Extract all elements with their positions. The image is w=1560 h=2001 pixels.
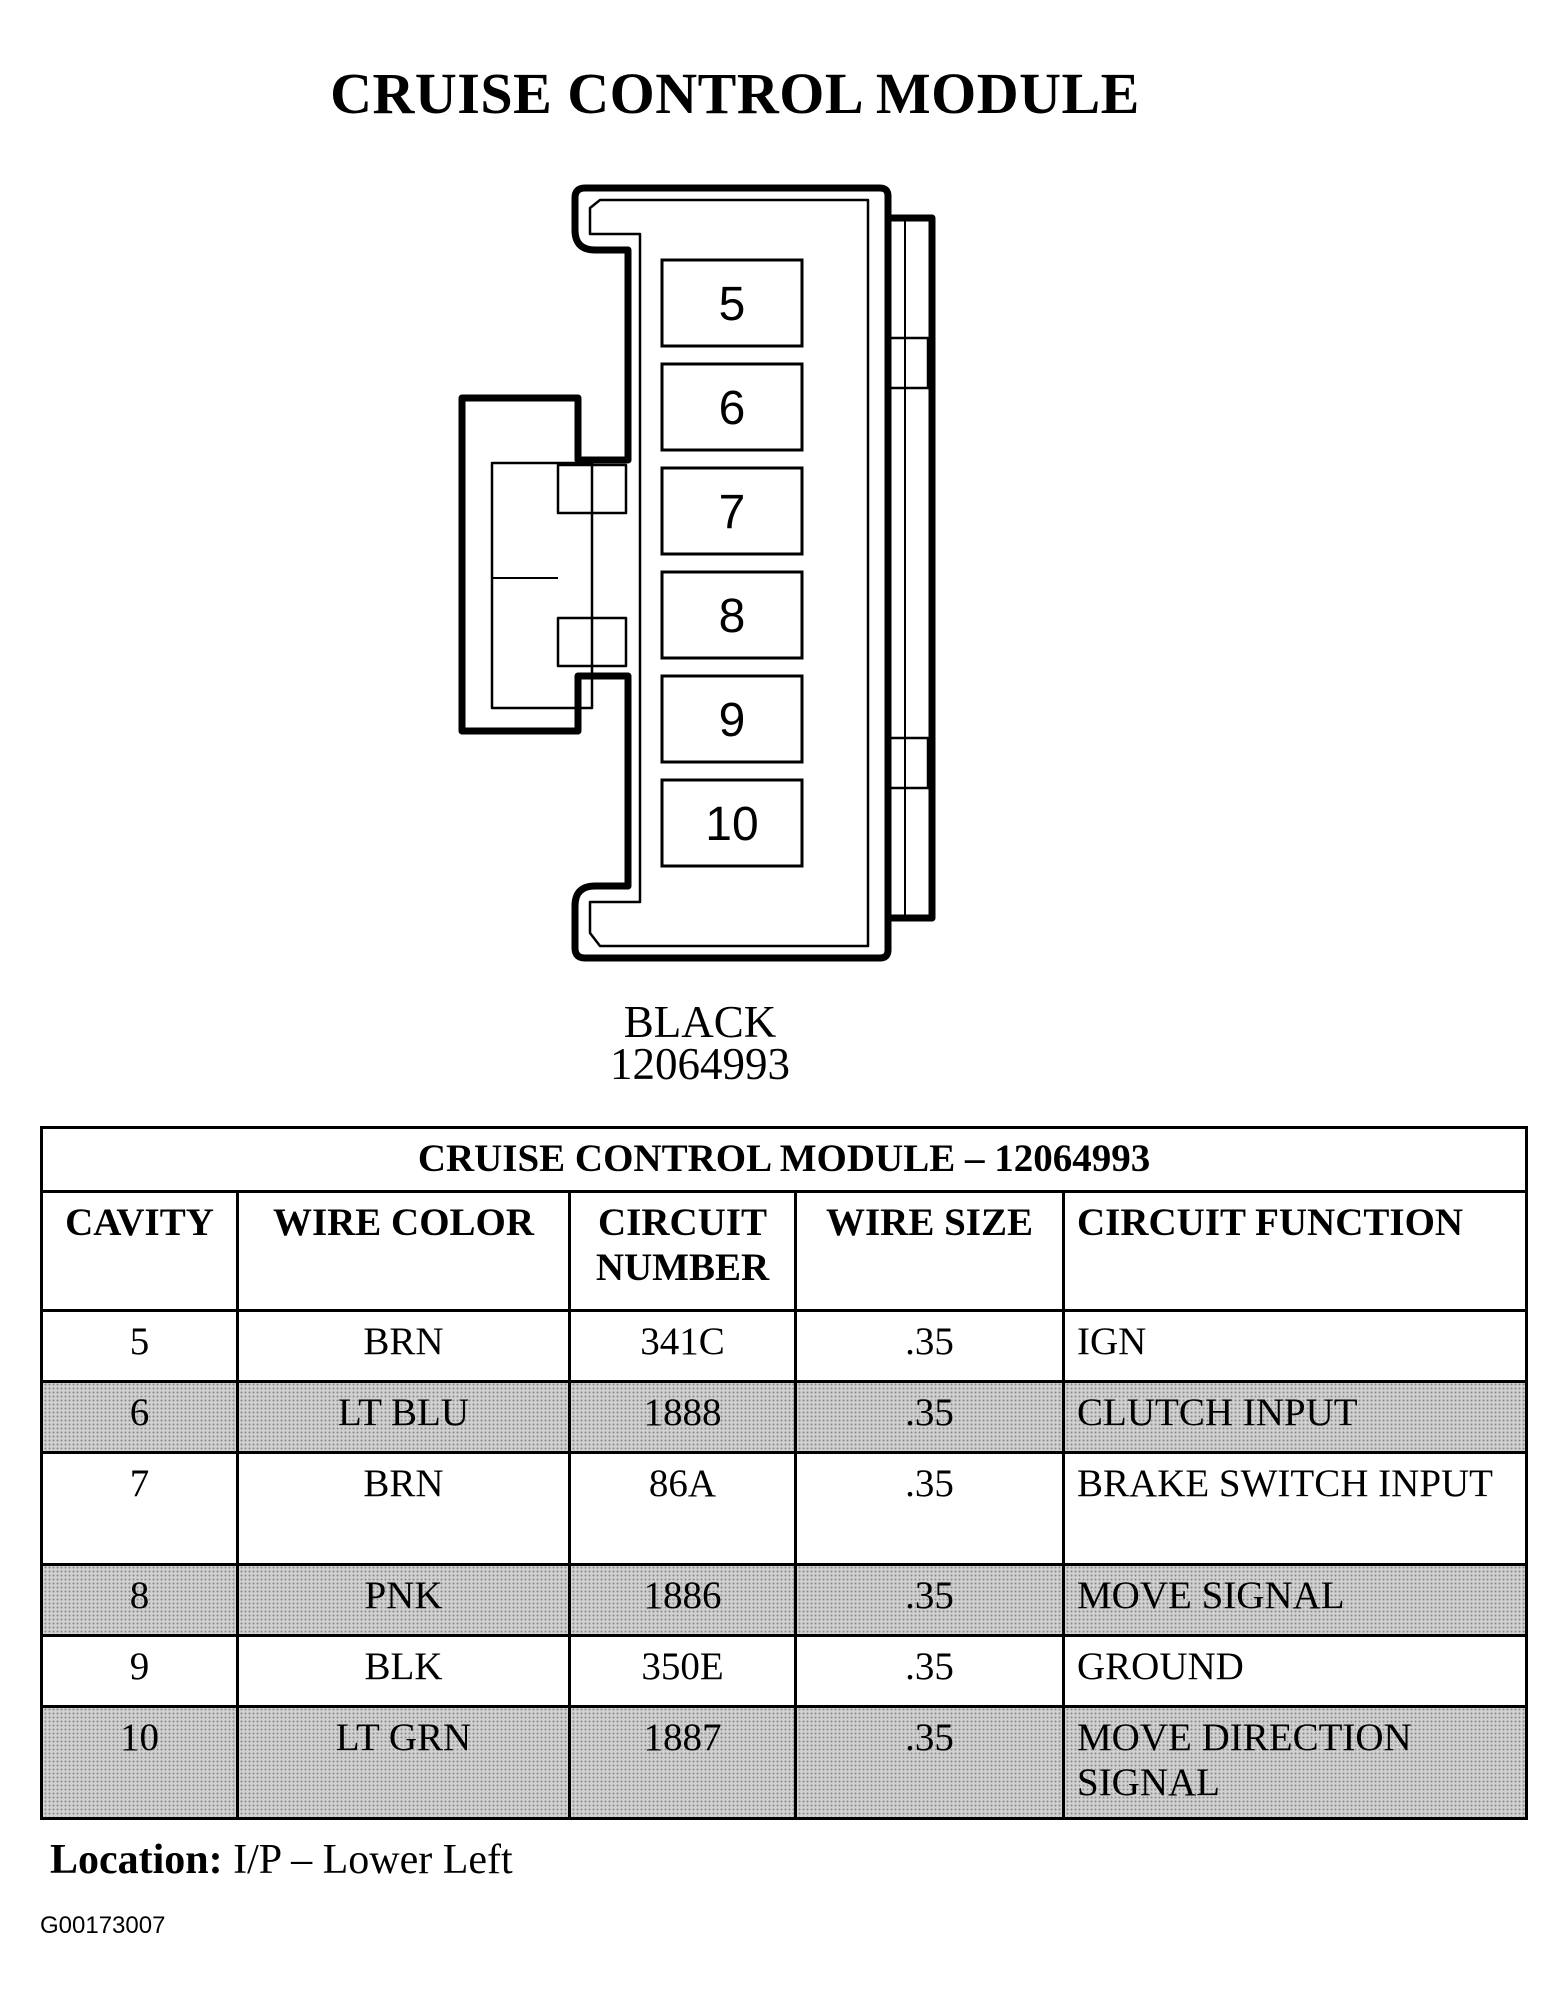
location-value: I/P – Lower Left xyxy=(233,1837,513,1883)
cell-cavity: 8 xyxy=(40,1562,239,1637)
cell-wire-color: LT BLU xyxy=(236,1379,571,1454)
table-row: 8 PNK 1886 .35 MOVE SIGNAL xyxy=(40,1562,1529,1637)
table-row: 5 BRN 341C .35 IGN xyxy=(40,1308,1529,1383)
cavity-number: 8 xyxy=(719,590,746,643)
page-title: CRUISE CONTROL MODULE xyxy=(330,61,1140,126)
figure-id: G00173007 xyxy=(40,1912,166,1939)
cavity-box-5 xyxy=(660,258,804,348)
cell-wire-size: .35 xyxy=(794,1562,1065,1637)
table-caption: CRUISE CONTROL MODULE – 12064993 xyxy=(39,1126,1529,1193)
cavity-box-9 xyxy=(660,674,804,764)
table-row: 9 BLK 350E .35 GROUND xyxy=(40,1633,1529,1708)
header-wire-color: WIRE COLOR xyxy=(236,1189,571,1312)
cell-function: BRAKE SWITCH INPUT xyxy=(1061,1450,1529,1566)
table-row: 10 LT GRN 1887 .35 MOVE DIRECTION SIGNAL xyxy=(40,1704,1529,1820)
cavity-box-6 xyxy=(660,362,804,452)
cavity-number: 10 xyxy=(705,798,758,851)
latch-block xyxy=(490,461,594,710)
cell-wire-size: .35 xyxy=(794,1704,1065,1820)
header-circuit-number: CIRCUIT NUMBER xyxy=(568,1189,797,1312)
header-cavity: CAVITY xyxy=(40,1189,239,1312)
cell-circuit-number: 350E xyxy=(568,1633,797,1708)
table-row: 7 BRN 86A .35 BRAKE SWITCH INPUT xyxy=(40,1450,1529,1566)
header-wire-size: WIRE SIZE xyxy=(794,1189,1065,1312)
cell-wire-color: BRN xyxy=(236,1308,571,1383)
header-circuit-function: CIRCUIT FUNCTION xyxy=(1061,1189,1529,1312)
cavity-box-8 xyxy=(660,570,804,660)
connector-color: BLACK xyxy=(623,997,777,1047)
cell-circuit-number: 1888 xyxy=(568,1379,797,1454)
connector-housing xyxy=(458,184,892,962)
cavity-box-10 xyxy=(660,778,804,868)
cell-wire-color: BRN xyxy=(236,1450,571,1566)
cell-wire-size: .35 xyxy=(794,1450,1065,1566)
cavity-number: 5 xyxy=(719,278,746,331)
location-note: Location: I/P – Lower Left xyxy=(50,1836,513,1884)
connector-diagram: 5 6 7 8 9 10 xyxy=(458,184,936,962)
cell-circuit-number: 1887 xyxy=(568,1704,797,1820)
cell-circuit-number: 341C xyxy=(568,1308,797,1383)
cavity-number: 6 xyxy=(719,382,746,435)
cell-wire-size: .35 xyxy=(794,1633,1065,1708)
cell-function: CLUTCH INPUT xyxy=(1061,1379,1529,1454)
cavity-number: 9 xyxy=(719,694,746,747)
cell-wire-color: PNK xyxy=(236,1562,571,1637)
cell-wire-color: LT GRN xyxy=(236,1704,571,1820)
cell-wire-color: BLK xyxy=(236,1633,571,1708)
cell-cavity: 6 xyxy=(40,1379,239,1454)
cell-cavity: 10 xyxy=(40,1704,239,1820)
table-row: 6 LT BLU 1888 .35 CLUTCH INPUT xyxy=(40,1379,1529,1454)
cell-function: MOVE SIGNAL xyxy=(1061,1562,1529,1637)
side-rail xyxy=(888,214,936,922)
cell-cavity: 5 xyxy=(40,1308,239,1383)
cell-wire-size: .35 xyxy=(794,1379,1065,1454)
pinout-table: CRUISE CONTROL MODULE – 12064993 CAVITY … xyxy=(39,1126,1529,1820)
cell-function: GROUND xyxy=(1061,1633,1529,1708)
cell-wire-size: .35 xyxy=(794,1308,1065,1383)
cell-function: IGN xyxy=(1061,1308,1529,1383)
connector-part-number: 12064993 xyxy=(610,1039,790,1089)
cell-function: MOVE DIRECTION SIGNAL xyxy=(1061,1704,1529,1820)
cell-circuit-number: 86A xyxy=(568,1450,797,1566)
cavity-number: 7 xyxy=(719,486,746,539)
cavity-box-7 xyxy=(660,466,804,556)
location-label: Location: xyxy=(50,1837,223,1883)
cell-circuit-number: 1886 xyxy=(568,1562,797,1637)
cell-cavity: 7 xyxy=(40,1450,239,1566)
cell-cavity: 9 xyxy=(40,1633,239,1708)
